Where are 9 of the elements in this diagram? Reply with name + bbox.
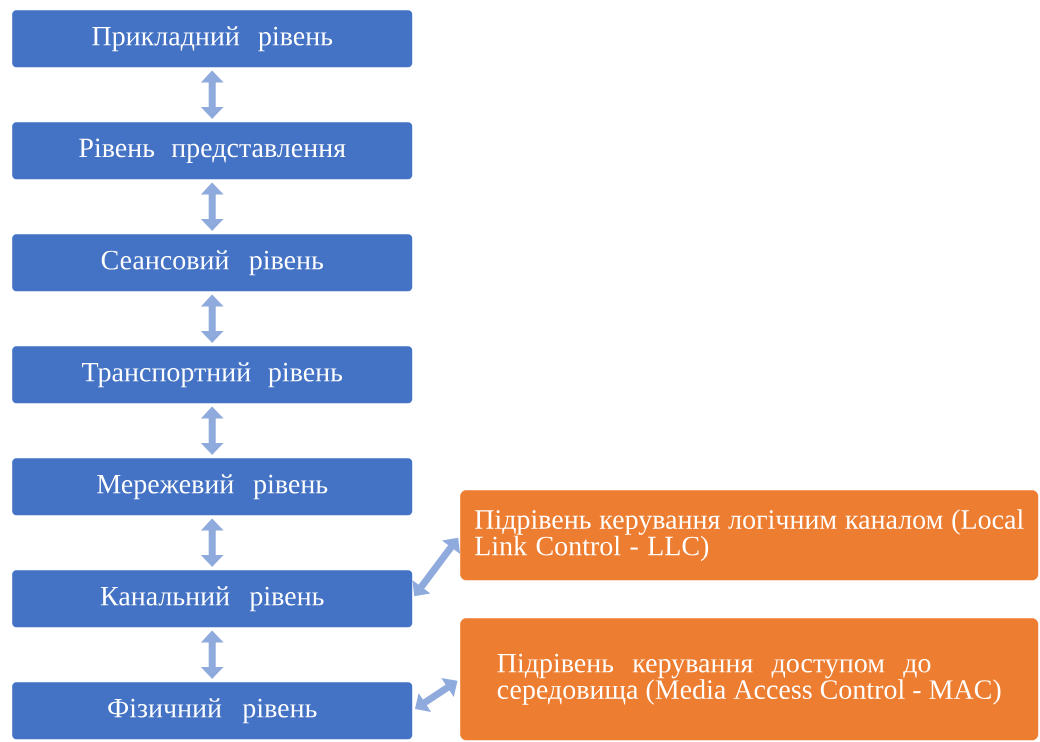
layer-box: Прикладний рівень <box>12 10 413 68</box>
layer-box: Мережевий рівень <box>12 458 413 516</box>
sublayer-box: Підрівень керування логічним каналом (Local Link Control - LLC) <box>460 490 1039 581</box>
sublayer-box: Підрівень керування доступом до середовища (Media Access Control - MAC) <box>460 618 1039 741</box>
layer-box: Канальний рівень <box>12 570 413 628</box>
layer-box: Сеансовий рівень <box>12 234 413 292</box>
layer-box: Транспортний рівень <box>12 346 413 404</box>
layer-box: Фізичний рівень <box>12 682 413 740</box>
layer-box: Рівень представлення <box>12 122 413 180</box>
